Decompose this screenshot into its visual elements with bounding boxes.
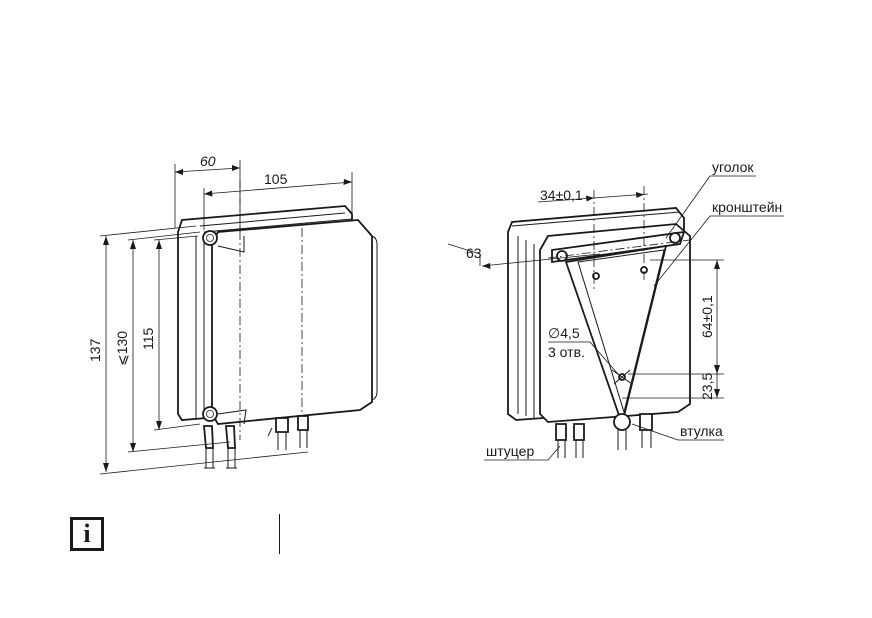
left-device-view: [177, 180, 378, 469]
left-dimensions: 60 105 137 ⩽130 115: [87, 153, 353, 475]
label-corner: уголок: [712, 159, 754, 175]
dim-height-total-label: 137: [87, 338, 103, 362]
right-device-view: [507, 186, 691, 458]
divider: [279, 514, 280, 554]
dim-offset-label: 63: [466, 245, 482, 261]
label-fitting: штуцер: [486, 443, 534, 459]
dim-width-label: 105: [264, 171, 288, 187]
right-dimensions: 34±0,1 63 64±0,1 23,5 ∅4,5 3 отв. уголок…: [447, 159, 784, 461]
hole-count-label: 3 отв.: [548, 344, 585, 360]
dim-holes-spacing-label: 34±0,1: [540, 187, 583, 203]
dim-lower-label: 23,5: [699, 373, 715, 400]
dim-vertical-spacing-label: 64±0,1: [699, 295, 715, 338]
info-icon: i: [70, 517, 104, 551]
dim-depth-label: 60: [200, 153, 216, 169]
dim-height-body-label: 115: [140, 327, 156, 350]
hole-diameter-label: ∅4,5: [548, 325, 580, 341]
dim-height-max-label: ⩽130: [114, 331, 130, 366]
label-bracket: кронштейн: [712, 199, 782, 215]
label-bushing: втулка: [680, 423, 723, 439]
